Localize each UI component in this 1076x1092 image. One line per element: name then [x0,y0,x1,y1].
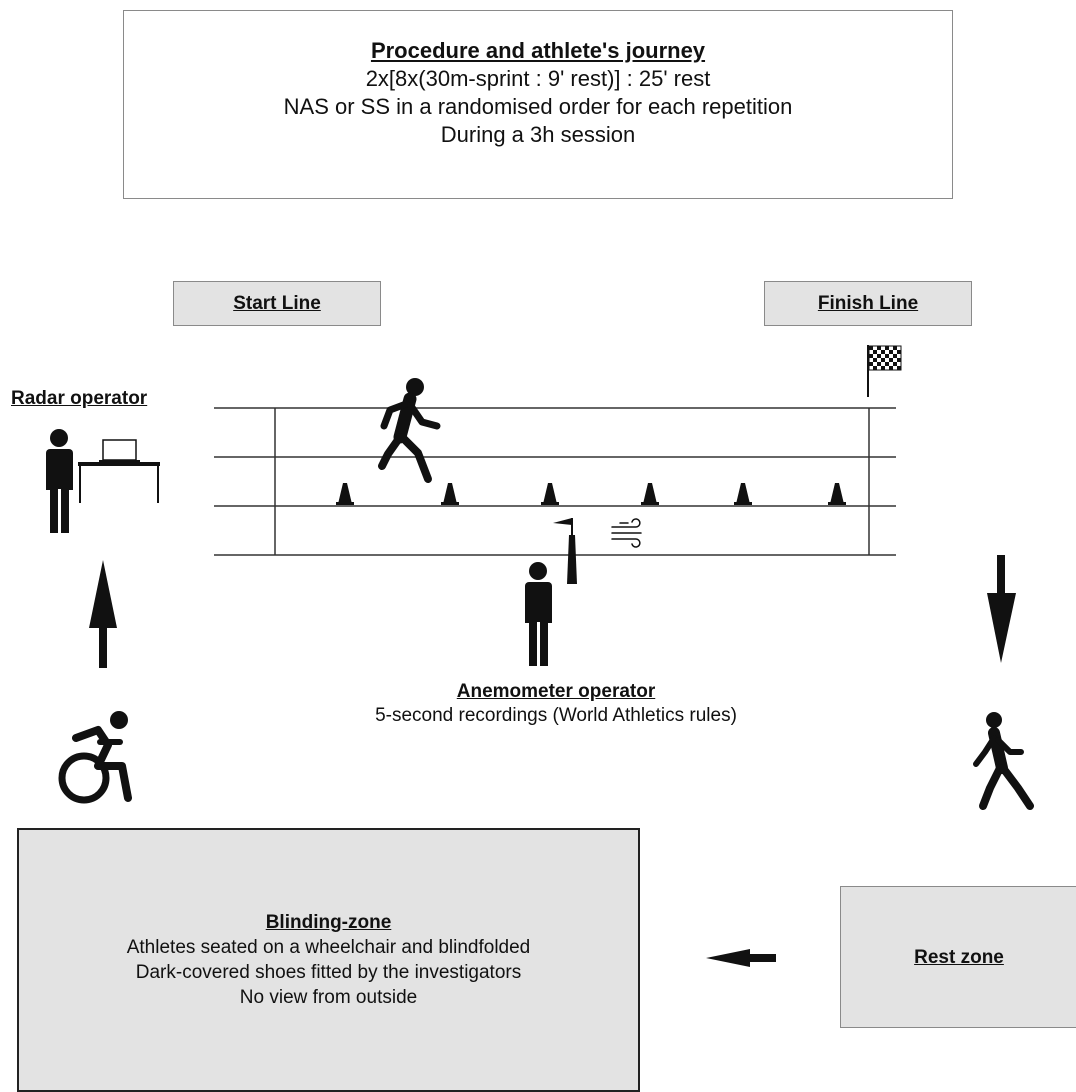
rest-zone-label: Rest zone [914,947,1004,968]
cone-icon [441,483,459,505]
cone-icon [541,483,559,505]
procedure-line-3: During a 3h session [440,122,636,147]
rest-zone-box: Rest zone [840,886,1076,1028]
blinding-zone-line-3: No view from outside [239,987,418,1008]
anemometer-icon [553,518,577,584]
checkered-flag-icon [867,345,902,397]
procedure-title: Procedure and athlete's journey [370,38,706,63]
blinding-zone-line-2: Dark-covered shoes fitted by the investi… [135,962,522,983]
wind-icon [611,518,642,548]
arrow-left-icon [706,949,776,967]
start-line-label: Start Line [173,281,381,326]
radar-operator-label: Radar operator [11,388,148,409]
runner-icon [378,378,441,483]
procedure-box: Procedure and athlete's journey 2x[8x(30… [123,10,953,199]
track-lanes [214,407,896,556]
cone-icon [336,483,354,505]
person-icon [525,562,552,666]
walking-person-icon [973,712,1034,810]
person-icon [46,429,73,533]
blinding-zone-title: Blinding-zone [265,912,392,933]
blinding-zone-box: Blinding-zone Athletes seated on a wheel… [17,828,640,1092]
anemometer-operator-text: Anemometer operator 5-second recordings … [356,680,756,728]
cone-icon [828,483,846,505]
wheelchair-icon [58,711,132,804]
procedure-text: Procedure and athlete's journey 2x[8x(30… [124,37,952,149]
laptop-desk-icon [78,439,160,503]
cones [336,483,846,505]
finish-line-label: Finish Line [764,281,972,326]
anemometer-operator-title: Anemometer operator [456,681,656,702]
arrow-up-icon [89,560,117,668]
blinding-zone-text: Blinding-zone Athletes seated on a wheel… [19,910,638,1010]
arrow-down-icon [987,555,1016,663]
cone-icon [641,483,659,505]
procedure-line-1: 2x[8x(30m-sprint : 9' rest)] : 25' rest [365,66,711,91]
anemometer-operator-description: 5-second recordings (World Athletics rul… [375,705,737,726]
procedure-line-2: NAS or SS in a randomised order for each… [283,94,793,119]
blinding-zone-line-1: Athletes seated on a wheelchair and blin… [126,937,531,958]
cone-icon [734,483,752,505]
